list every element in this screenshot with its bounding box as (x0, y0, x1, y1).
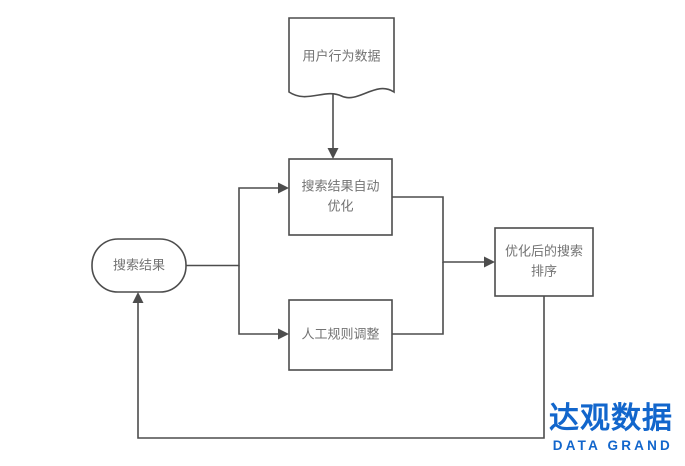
arrow-head-icon (327, 148, 339, 159)
arrow-head-icon (484, 256, 495, 268)
edge-result-to-auto (186, 182, 289, 267)
node-label-auto-optimize-line2: 优化 (327, 198, 353, 213)
node-auto-optimize[interactable]: 搜索结果自动 优化 (288, 158, 393, 236)
rectangle-shape (288, 158, 393, 236)
stadium-shape (91, 238, 187, 293)
edge-line (392, 262, 444, 335)
brand-logo: 达观数据 DATA GRAND (549, 401, 673, 453)
node-manual-rule-adjust[interactable]: 人工规则调整 (288, 299, 393, 371)
node-label-manual-rule-adjust: 人工规则调整 (301, 326, 379, 341)
arrow-head-icon (132, 292, 144, 303)
node-label-optimized-ranking-line1: 优化后的搜索 (505, 243, 583, 258)
node-label-search-result: 搜索结果 (113, 257, 165, 272)
edge-auto-to-ranking (392, 196, 495, 268)
node-label-optimized-ranking-line2: 排序 (531, 263, 557, 278)
edge-line (238, 265, 282, 335)
edge-line (392, 196, 488, 263)
arrow-head-icon (278, 328, 289, 340)
node-user-behavior-data[interactable]: 用户行为数据 (288, 17, 395, 99)
brand-logo-cn: 达观数据 (549, 401, 673, 435)
edge-data-to-auto (327, 92, 339, 159)
node-label-user-behavior-data: 用户行为数据 (302, 48, 380, 63)
node-optimized-ranking[interactable]: 优化后的搜索 排序 (494, 227, 594, 297)
edge-result-to-manual (238, 265, 289, 340)
edge-manual-to-ranking (392, 262, 444, 335)
edge-line (186, 187, 282, 267)
edge-line (137, 296, 545, 439)
brand-logo-en: DATA GRAND (552, 437, 673, 453)
document-shape (288, 17, 395, 99)
arrow-head-icon (278, 182, 289, 194)
node-label-auto-optimize-line1: 搜索结果自动 (301, 178, 379, 193)
node-search-result[interactable]: 搜索结果 (91, 238, 187, 293)
rectangle-shape (494, 227, 594, 297)
edge-ranking-feedback (132, 292, 545, 439)
rectangle-shape (288, 299, 393, 371)
